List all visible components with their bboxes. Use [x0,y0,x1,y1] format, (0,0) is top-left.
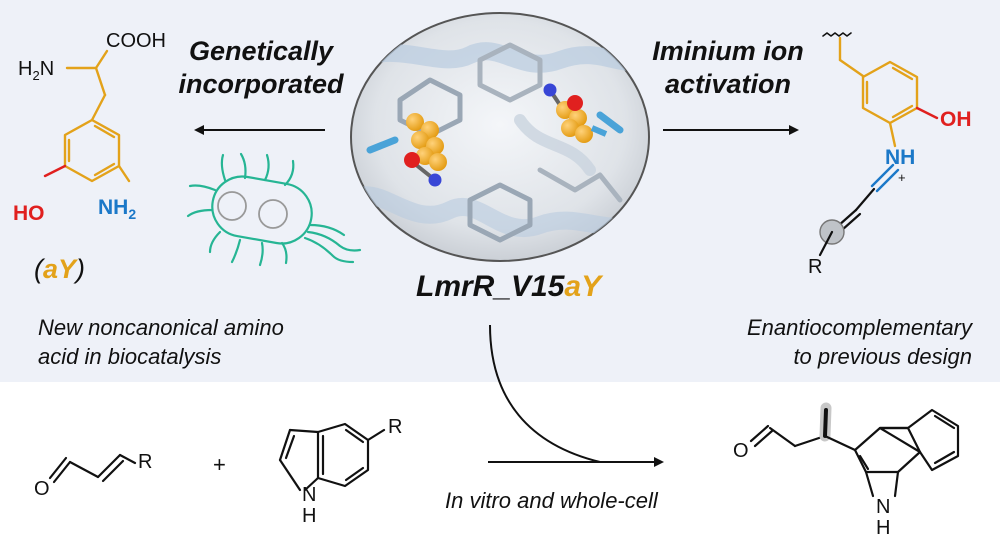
aa-abbr-open: ( [34,254,43,284]
reaction-condition: In vitro and whole-cell [445,488,658,513]
indole-n: N [302,484,317,506]
indole-r: R [388,416,403,438]
left-arrow-label-line-1: Genetically [188,36,334,66]
left-arrow-label: Genetically incorporated [166,35,356,101]
aldehyde-r: R [138,451,153,473]
iminium-nh: NH [885,146,916,169]
aa-h2n-n: N [39,58,55,80]
aldehyde-structure [48,453,137,484]
enzyme-name: LmrR_V15aY [416,270,601,304]
left-caption-line-1: New noncanonical amino [38,315,284,340]
aa-h2n-sub: 2 [32,68,40,83]
iminium-plus: + [898,170,906,185]
right-caption: Enantiocomplementary to previous design [700,313,972,371]
left-arrow-label-line-2: incorporated [178,69,344,99]
left-caption: New noncanonical amino acid in biocataly… [38,313,284,371]
iminium-oh: OH [940,108,972,131]
iminium-structure [818,32,939,257]
aa-abbr: aY [43,254,77,284]
reaction-plus: + [213,452,226,477]
aa-abbreviation: (aY) [34,254,85,285]
enzyme-name-prefix: LmrR_V15 [416,270,565,303]
product-o: O [733,440,749,462]
right-arrow-label: Iminium ion activation [630,35,826,101]
product-n: N [876,496,891,518]
curved-arrow-icon [489,324,601,463]
right-arrow-label-line-2: activation [664,69,792,99]
aa-nh2: NH2 [98,196,136,222]
right-caption-line-2: to previous design [793,344,972,369]
right-arrow-label-line-1: Iminium ion [652,36,804,66]
aa-nh2-nh: NH [98,196,129,219]
product-h: H [876,517,891,539]
aa-cooh: COOH [106,30,166,52]
amino-acid-structure [43,49,131,183]
indole-h: H [302,505,317,527]
bacterium-icon [186,152,362,267]
left-caption-line-2: acid in biocatalysis [38,344,222,369]
aa-h2n-h: H [18,58,33,80]
enzyme-name-suffix: aY [564,270,602,303]
right-caption-line-1: Enantiocomplementary [746,315,972,340]
product-structure [749,402,960,498]
iminium-r: R [808,256,823,278]
aa-h2n: H2N [18,58,54,83]
aa-abbr-close: ) [76,254,86,284]
protein-pocket-icon [350,12,650,262]
aa-ho: HO [13,202,45,225]
aldehyde-o: O [34,478,50,500]
indole-structure [278,422,386,492]
aa-nh2-sub: 2 [128,206,137,223]
